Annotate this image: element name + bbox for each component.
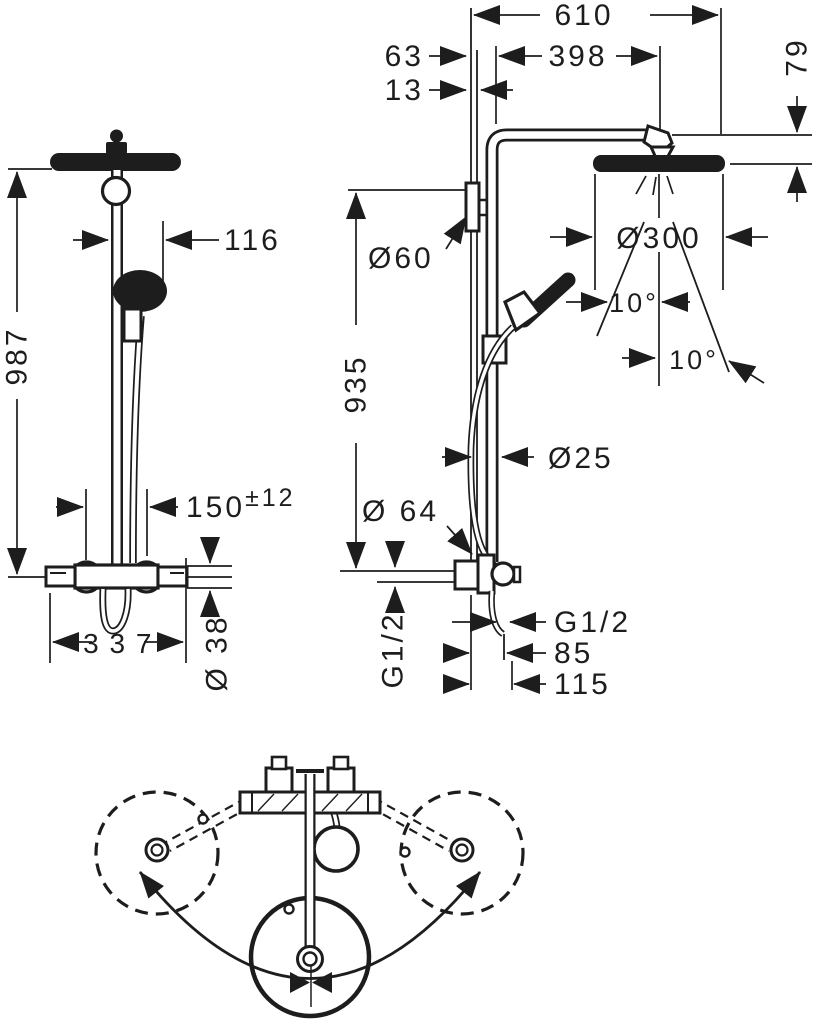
plan-view: [94, 755, 525, 1019]
dim-arm-projection: 398: [498, 40, 658, 73]
dim-mixer-diameter-side: Ø 64: [362, 495, 473, 555]
joint-plan-left: [144, 837, 170, 863]
hand-shower-front: [113, 270, 167, 343]
dim-hose-thread: G1/2: [452, 606, 631, 639]
pivot-dot-left: [197, 813, 209, 825]
dim-supply-spacing: 150±12: [56, 484, 296, 560]
thermostat-side: [453, 553, 522, 595]
overhead-shower-front: [50, 129, 181, 171]
dim-label-dia64: Ø 64: [362, 495, 439, 528]
dim-riser-height: 935: [340, 189, 467, 569]
dim-label-dia38: Ø 38: [201, 614, 234, 691]
swivel-bowtie-icon: [290, 972, 332, 993]
dim-label-398: 398: [548, 40, 607, 73]
dim-label-dia25: Ø25: [548, 442, 614, 475]
mixer-handle-right: [156, 565, 189, 588]
dim-label-10deg-upper: 10°: [609, 288, 659, 318]
pipe-ring-front: [100, 175, 132, 207]
hand-shower-spray-head: [502, 289, 543, 333]
side-view: 610 63 398 13 79: [340, 0, 814, 701]
dim-label-g12-hose: G1/2: [554, 606, 631, 639]
mixer-body-front: [73, 563, 160, 590]
hose-loop-front: [99, 588, 132, 635]
ball-joint-plan: [296, 945, 324, 973]
dim-label-150: 150±12: [186, 484, 296, 524]
dim-label-935: 935: [340, 354, 373, 413]
dim-head-diameter: Ø300: [550, 174, 768, 290]
dim-label-987: 987: [1, 326, 34, 385]
spray-cone: [596, 174, 730, 386]
swivel-position-left: [94, 790, 220, 916]
dim-head-drop: 79: [672, 37, 814, 202]
dim-label-10deg-lower: 10°: [669, 345, 719, 375]
hose-hook-side: [488, 590, 506, 660]
head-disc-side: [593, 155, 725, 172]
dim-mixer-depth: 115: [443, 668, 611, 701]
handle-plan-right: [326, 766, 356, 794]
dim-hose-connection-depth: 85: [443, 637, 593, 670]
dim-spray-angle-outer: 10°: [622, 345, 765, 384]
dim-label-13: 13: [385, 74, 424, 107]
shower-hose-front: [129, 315, 145, 564]
head-disc-front: [50, 153, 181, 171]
dim-mixer-width: 3 3 7: [49, 558, 187, 663]
dim-label-g12-supply: G1/2: [377, 611, 410, 688]
dim-label-115: 115: [554, 668, 611, 701]
dim-spray-angle-inner: 10°: [566, 288, 690, 318]
dim-label-116: 116: [224, 224, 281, 257]
wall-bracket-side: [464, 181, 486, 233]
swivel-arc: [138, 871, 482, 980]
hand-shower-holder-front: [122, 307, 143, 343]
dim-wall-bracket-diameter: Ø60: [368, 216, 467, 275]
knob-cap: [106, 142, 127, 154]
riser-and-arm-side: [485, 128, 651, 562]
dim-riser-pipe-diameter: Ø25: [442, 442, 614, 475]
pivot-dot-right: [399, 846, 411, 858]
dim-total-height: 987: [1, 171, 34, 575]
thermostat-front: [44, 560, 189, 594]
overhead-shower-side: [593, 124, 725, 172]
head-face-dot: [283, 903, 295, 915]
dim-label-610: 610: [554, 0, 613, 32]
dim-hand-shower-offset: 116: [73, 221, 281, 287]
handle-plan-left: [264, 766, 294, 794]
dim-arm-reach: 610: [473, 0, 719, 32]
dim-label-85: 85: [554, 637, 593, 670]
dim-label-dia300: Ø300: [616, 222, 701, 255]
dim-supply-thread: G1/2: [377, 541, 410, 689]
dim-flange-gap: 13: [385, 74, 513, 107]
dim-label-337: 3 3 7: [83, 628, 153, 659]
dim-label-dia60: Ø60: [368, 242, 434, 275]
mixer-handle-left: [44, 565, 77, 588]
dim-label-79: 79: [781, 37, 814, 76]
dim-wall-to-riser: 63: [385, 40, 467, 73]
joint-plan-right: [449, 837, 475, 863]
dim-label-63: 63: [385, 40, 424, 73]
hose-connection-nut: [490, 561, 516, 587]
knob-ball: [110, 129, 123, 143]
dim-mixer-body-diameter: Ø 38: [200, 537, 234, 692]
front-view: 987 116: [1, 129, 296, 692]
